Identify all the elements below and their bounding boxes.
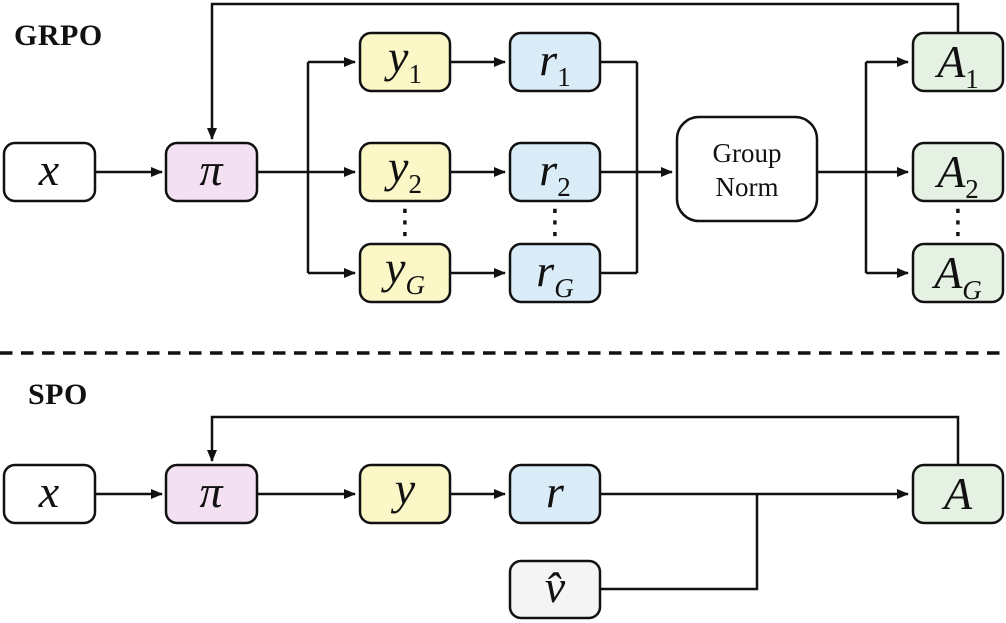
grpo-x-label: x xyxy=(38,144,60,195)
spo-policy-label: π xyxy=(199,466,224,517)
grpo-node-policy: π xyxy=(164,141,259,203)
spo-node-value: v̂ xyxy=(508,559,602,620)
spo-feedback-arrow xyxy=(207,415,960,465)
spo-y-label: y xyxy=(391,463,416,514)
grpo-r2-label: r2 xyxy=(539,144,570,202)
grpo-node-r2: r2 xyxy=(508,141,602,203)
spo-node-y: y xyxy=(358,463,452,525)
grpo-y1-box xyxy=(358,31,452,93)
grpo-section-title: GRPO xyxy=(14,19,103,52)
spo-section-title: SPO xyxy=(28,378,88,411)
grpo-rewards-ellipsis: ⋮ xyxy=(538,202,572,242)
grpo-yg-label: yG xyxy=(381,242,425,300)
grpo-r1-box xyxy=(508,31,602,93)
grpo-rg-box xyxy=(508,242,602,304)
spo-value-junction-line xyxy=(600,494,759,591)
grpo-policy-label: π xyxy=(199,144,224,195)
grpo-r1-label: r1 xyxy=(539,34,570,92)
grpo-node-r1: r1 xyxy=(508,31,602,93)
grpo-node-rg: rG xyxy=(508,242,602,304)
grpo-x-box xyxy=(2,141,97,203)
spo-node-r: r xyxy=(508,463,602,525)
grpo-policy-box xyxy=(164,141,259,203)
spo-r-box xyxy=(508,463,602,525)
grpo-node-yg: yG xyxy=(358,242,452,304)
spo-value-box xyxy=(508,559,602,620)
spo-advantage-box xyxy=(911,463,1005,525)
grpo-rg-label: rG xyxy=(536,245,573,303)
grpo-a2-label: A2 xyxy=(934,146,979,204)
grpo-groupnorm-box xyxy=(675,115,819,223)
grpo-a2-box xyxy=(911,141,1005,203)
grpo-feedback-arrow xyxy=(207,2,960,140)
grpo-a1-label: A1 xyxy=(934,36,979,94)
grpo-node-y2: y2 xyxy=(358,141,452,203)
grpo-node-groupnorm: Group Norm xyxy=(675,115,819,223)
grpo-groupnorm-label-line1: Group xyxy=(713,138,782,168)
grpo-y2-label: y2 xyxy=(384,141,422,199)
spo-policy-box xyxy=(164,463,259,525)
grpo-y2-box xyxy=(358,141,452,203)
grpo-advantages-ellipsis: ⋮ xyxy=(941,202,975,242)
grpo-node-a2: A2 xyxy=(911,141,1005,204)
spo-x-label: x xyxy=(38,466,60,517)
grpo-r2-box xyxy=(508,141,602,203)
spo-x-box xyxy=(2,463,97,525)
spo-node-policy: π xyxy=(164,463,259,525)
grpo-y1-label: y1 xyxy=(384,31,422,89)
grpo-node-x: x xyxy=(2,141,97,203)
grpo-node-a1: A1 xyxy=(911,31,1005,94)
spo-node-x: x xyxy=(2,463,97,525)
spo-value-label: v̂ xyxy=(545,561,566,612)
grpo-groupnorm-label-line2: Norm xyxy=(716,172,779,202)
grpo-ag-box xyxy=(911,242,1005,304)
grpo-ag-label: AG xyxy=(931,247,982,305)
spo-r-label: r xyxy=(546,466,565,517)
grpo-yg-box xyxy=(358,242,452,304)
grpo-node-y1: y1 xyxy=(358,31,452,93)
grpo-a1-box xyxy=(911,31,1005,93)
spo-node-advantage: A xyxy=(911,463,1005,525)
grpo-node-ag: AG xyxy=(911,242,1005,305)
spo-y-box xyxy=(358,463,452,525)
spo-advantage-label: A xyxy=(941,468,973,519)
grpo-samples-ellipsis: ⋮ xyxy=(388,202,422,242)
